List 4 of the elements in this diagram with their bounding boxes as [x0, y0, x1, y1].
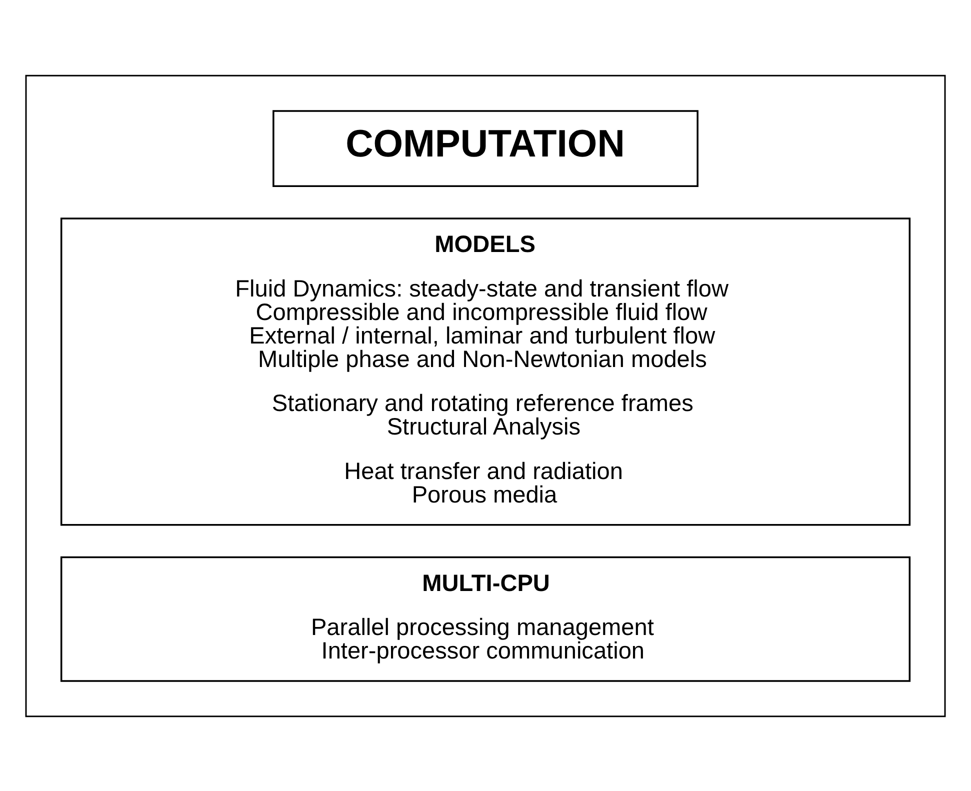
- node-box: COMPUTATION: [272, 110, 698, 187]
- node-box: MULTI-CPU Parallel processing management Inter-processor communication: [60, 556, 911, 682]
- node-box: MODELS Fluid Dynamics: steady-state and transient flow Compressible and incompressible fluid flow External / internal, laminar and turbulent flow Multiple phase and Non-Newtonian models Stationary and rotating reference frames Structural Analysis Heat transfer and radiation Porous media: [60, 217, 911, 526]
- cluster: [25, 74, 946, 717]
